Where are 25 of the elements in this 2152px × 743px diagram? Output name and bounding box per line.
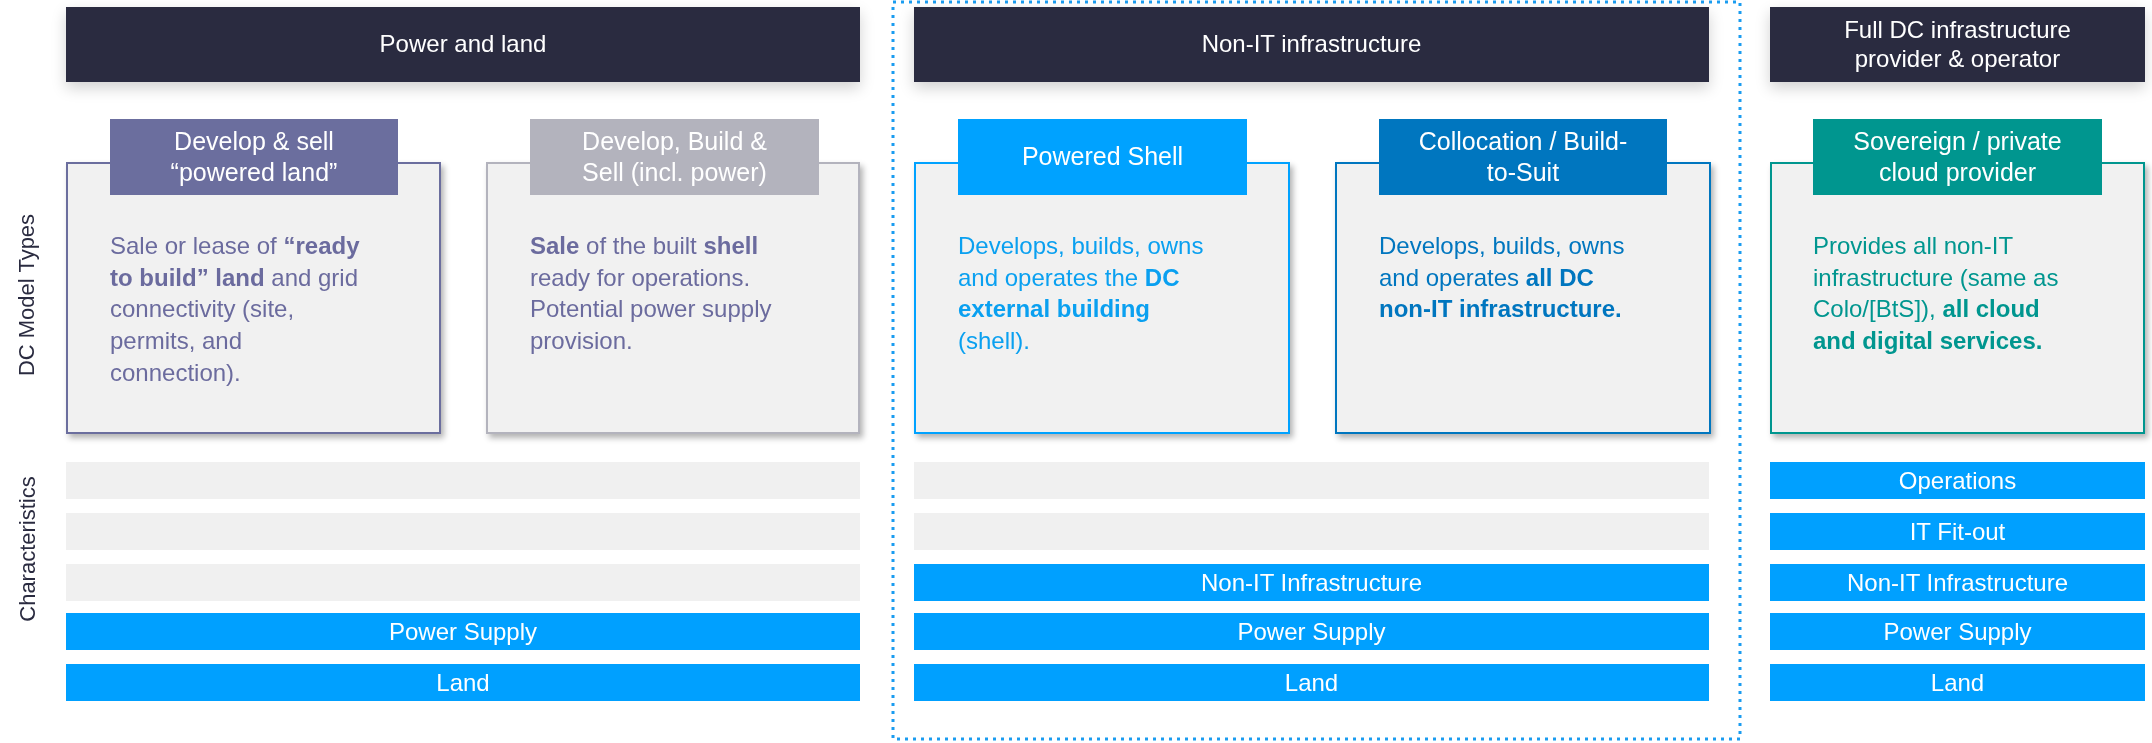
description-text: Sale of the built shell ready for operations. Potential power supply provision. <box>530 231 773 356</box>
title-tab: Powered Shell <box>958 119 1247 195</box>
characteristic-bar: Power Supply <box>914 613 1709 650</box>
column-header: Full DC infrastructure provider & operator <box>1770 7 2145 82</box>
characteristic-bar: Non-IT Infrastructure <box>914 564 1709 601</box>
characteristic-bar: IT Fit-out <box>1770 513 2145 550</box>
description-text: Develops, builds, owns and operates all DC non-IT infrastructure. <box>1379 231 1626 325</box>
description-text: Develops, builds, owns and operates the DC external building (shell). <box>958 231 1205 356</box>
characteristic-bar: Land <box>66 664 860 701</box>
description-text: Provides all non-IT infrastructure (same as Colo/[BtS]), all cloud and digital services. <box>1813 231 2060 356</box>
characteristic-bar: Operations <box>1770 462 2145 499</box>
characteristic-bar: Power Supply <box>66 613 860 650</box>
title-tab: Sovereign / private cloud provider <box>1813 119 2102 195</box>
description-text: Sale or lease of “ready to build” land and grid connectivity (site, permits, and connection). <box>110 231 361 388</box>
axis-label: Characteristics <box>14 476 41 622</box>
title-tab: Develop, Build & Sell (incl. power) <box>530 119 819 195</box>
characteristic-bar: Power Supply <box>1770 613 2145 650</box>
column-header: Non-IT infrastructure <box>914 7 1709 82</box>
axis-label: DC Model Types <box>14 213 41 377</box>
characteristic-bar: Land <box>1770 664 2145 701</box>
title-tab: Develop & sell “powered land” <box>110 119 398 195</box>
characteristic-bar: Non-IT Infrastructure <box>1770 564 2145 601</box>
column-header: Power and land <box>66 7 860 82</box>
title-tab: Collocation / Build-to-Suit <box>1379 119 1667 195</box>
characteristic-bar: Land <box>914 664 1709 701</box>
